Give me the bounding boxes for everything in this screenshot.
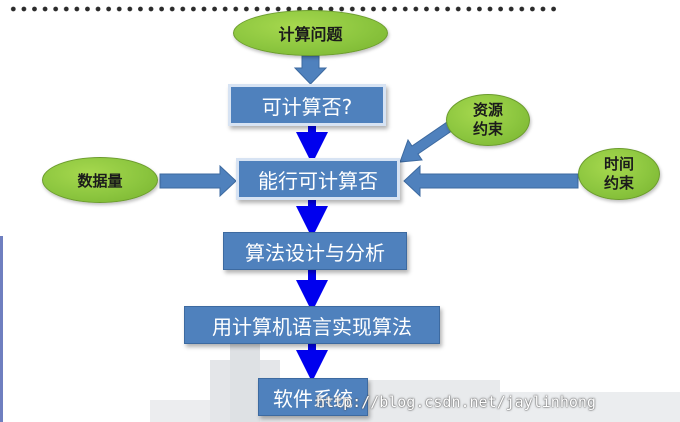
node-resources-line1: 资源 (472, 101, 503, 119)
node-implement: 用计算机语言实现算法 (184, 306, 440, 344)
node-data-volume: 数据量 (42, 157, 158, 203)
node-time: 时间 约束 (578, 148, 660, 200)
node-feasible: 能行可计算否 (236, 158, 400, 200)
left-accent-bar (0, 236, 3, 422)
side-arrow-time (403, 164, 579, 198)
node-feasible-label: 能行可计算否 (258, 168, 378, 193)
node-time-line1: 时间 (603, 155, 634, 173)
flow-arrow-problem-to-computable (293, 55, 328, 85)
node-computable: 可计算否? (228, 84, 386, 126)
top-dotted-border (8, 6, 560, 12)
side-arrow-resources (399, 119, 457, 163)
node-software: 软件系统 (258, 378, 368, 416)
node-computable-label: 可计算否? (261, 94, 353, 119)
node-implement-label: 用计算机语言实现算法 (212, 314, 412, 339)
node-algorithm-label: 算法设计与分析 (245, 240, 385, 265)
node-algorithm: 算法设计与分析 (223, 232, 407, 270)
node-resources-line2: 约束 (472, 120, 503, 138)
node-problem: 计算问题 (233, 10, 388, 56)
node-resources: 资源 约束 (446, 94, 530, 146)
node-data-volume-label: 数据量 (77, 171, 123, 190)
node-problem-label: 计算问题 (278, 25, 343, 44)
node-time-line2: 约束 (603, 174, 634, 192)
watermark-url: http://blog.csdn.net/jaylinhong (316, 393, 596, 411)
node-software-label: 软件系统 (273, 386, 353, 411)
side-arrow-data-volume (159, 164, 237, 198)
